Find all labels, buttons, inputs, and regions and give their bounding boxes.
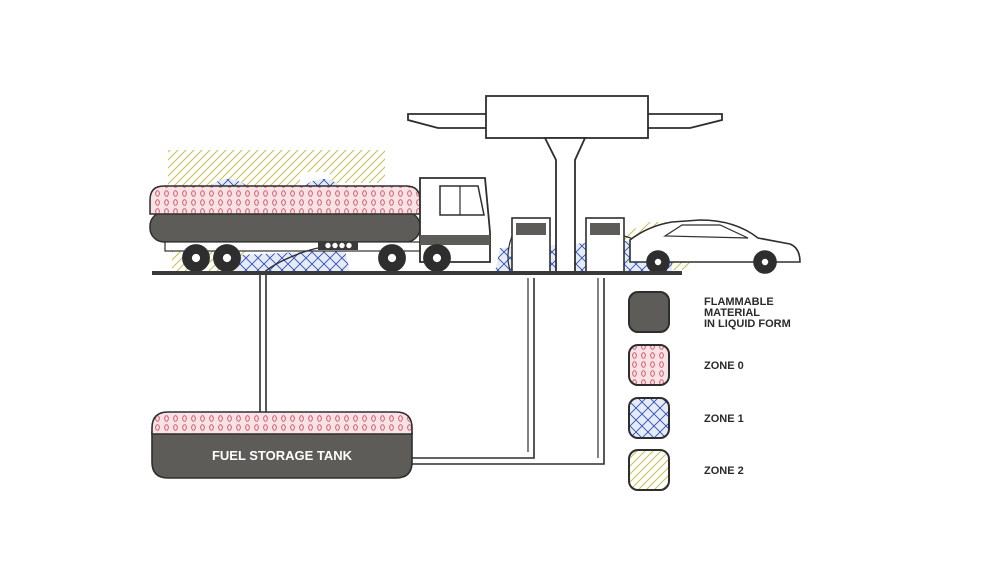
- tanker-truck: [149, 177, 491, 272]
- legend-swatch-zone2: [628, 449, 670, 491]
- storage-tank-label: FUEL STORAGE TANK: [212, 448, 353, 463]
- truck-bumper: [420, 235, 490, 245]
- legend-swatch-zone0: [628, 344, 670, 386]
- legend-label-zone1: ZONE 1: [704, 413, 744, 425]
- fuel-pumps: [507, 217, 651, 273]
- legend-label-liquid: FLAMMABLE: [704, 296, 774, 308]
- fuel-storage-tank: FUEL STORAGE TANK: [151, 411, 413, 479]
- legend-label-liquid: MATERIAL: [704, 307, 760, 319]
- tanker-vapour-zone0: [149, 185, 421, 215]
- legend-swatch-liquid: [628, 291, 670, 333]
- storage-tank-liquid: [151, 431, 413, 479]
- ground-line: [152, 271, 682, 275]
- tanker-liquid: [149, 211, 421, 243]
- tanker-valve-box: [318, 241, 358, 250]
- legend-label-zone2: ZONE 2: [704, 465, 744, 477]
- truck-wheels: [182, 244, 451, 272]
- tanker-valve-dots: [325, 242, 352, 249]
- zone1-area-hose: [235, 250, 350, 272]
- fill-pipe: [259, 275, 267, 414]
- legend-label-liquid: IN LIQUID FORM: [704, 318, 791, 330]
- car: [629, 219, 801, 274]
- zone2-area-tanker: [168, 150, 385, 190]
- legend-swatch-zone1: [628, 397, 670, 439]
- truck-cab-window: [439, 185, 485, 216]
- canopy: [407, 95, 723, 273]
- storage-tank-vapour-zone0: [151, 411, 413, 435]
- supply-pipes: [412, 278, 605, 465]
- legend-label-zone0: ZONE 0: [704, 360, 744, 372]
